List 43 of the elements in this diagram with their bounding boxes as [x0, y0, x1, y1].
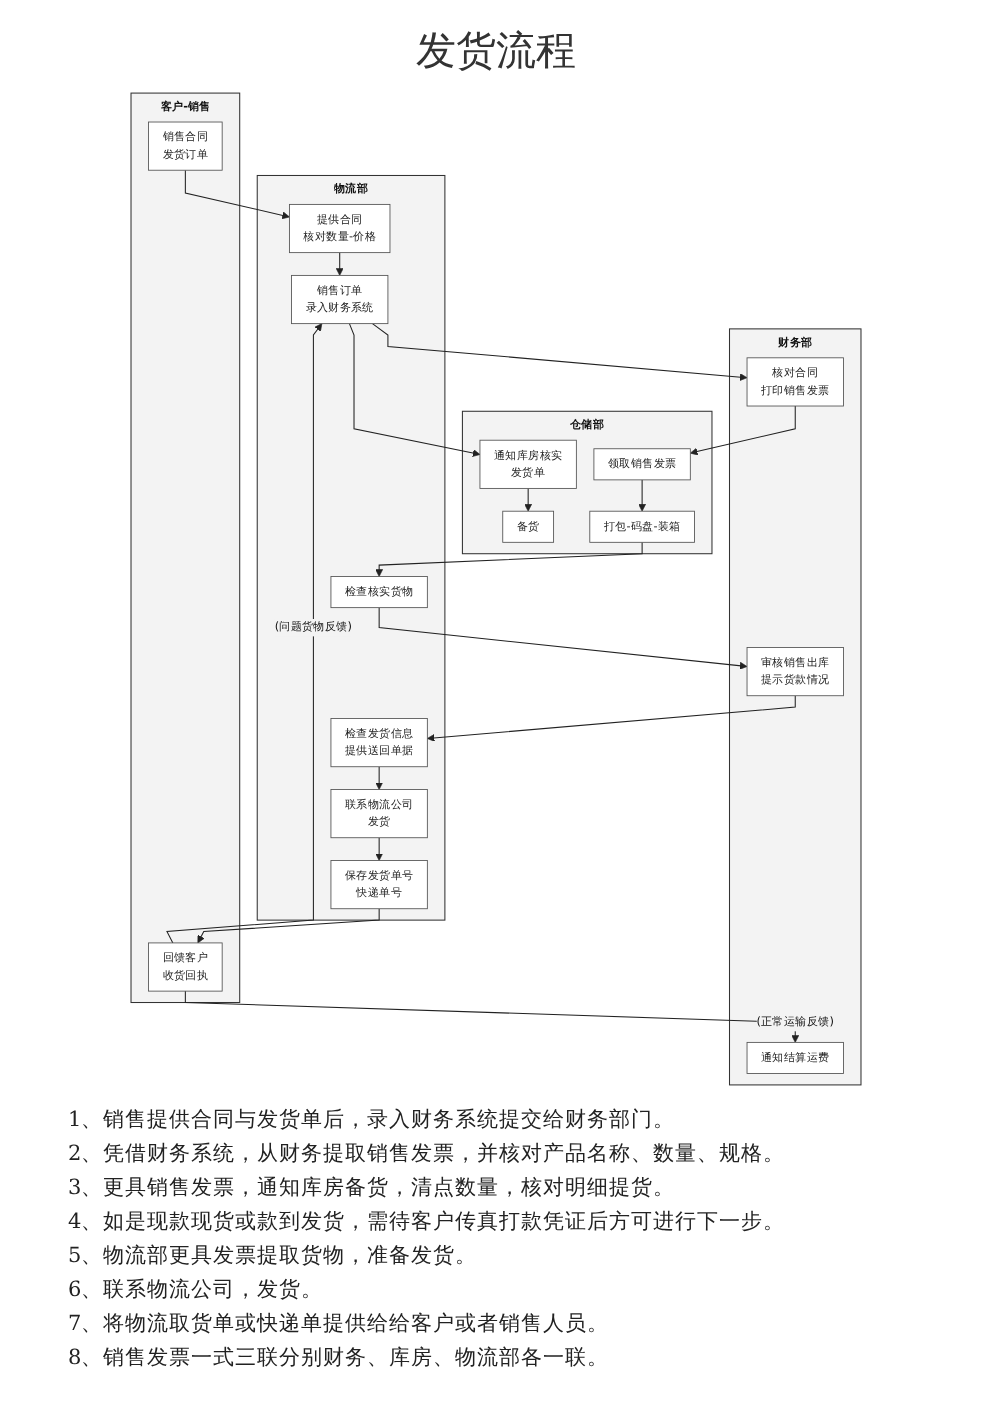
arrow — [335, 252, 344, 276]
node-box — [289, 203, 391, 254]
node-box — [479, 439, 577, 489]
arrow — [524, 487, 532, 512]
node-box — [291, 274, 389, 325]
node-box — [746, 1041, 844, 1074]
node-box — [746, 357, 844, 407]
arrow — [378, 607, 748, 670]
arrow — [184, 990, 800, 1043]
arrow — [184, 169, 290, 220]
cluster — [130, 92, 241, 1004]
note-text: 1、销售提供合同与发货单后，录入财务系统提交给财务部门。 — [68, 1106, 676, 1136]
note-text: 4、如是现款现货或款到发货，需待客户传真打款凭证后方可进行下一步。 — [68, 1208, 786, 1238]
cluster — [728, 328, 862, 1086]
arrow — [638, 479, 646, 512]
note-text: 2、凭借财务系统，从财务提取销售发票，并核对产品名称、数量、规格。 — [68, 1140, 786, 1170]
arrow — [166, 323, 323, 944]
node-box — [330, 576, 428, 609]
node-box — [148, 942, 223, 992]
node-box — [330, 860, 428, 910]
note-text: 5、物流部更具发票提取货物，准备发货。 — [68, 1242, 478, 1272]
cluster — [461, 410, 713, 555]
arrow — [375, 766, 383, 790]
note-text: 8、销售发票一式三联分别财务、库房、物流部各一联。 — [68, 1344, 610, 1374]
node-box — [593, 448, 691, 481]
arrow — [348, 323, 481, 457]
arrow — [197, 908, 380, 944]
node-box — [330, 718, 428, 768]
cluster — [256, 174, 446, 921]
arrow — [690, 405, 796, 456]
node-box — [330, 789, 428, 839]
node-box — [502, 510, 555, 543]
note-text: 6、联系物流公司，发货。 — [68, 1276, 324, 1306]
node-box — [589, 510, 695, 543]
node-box — [746, 647, 844, 697]
arrow — [375, 541, 643, 577]
arrow — [427, 695, 796, 742]
note-text: 7、将物流取货单或快递单提供给给客户或者销售人员。 — [68, 1310, 610, 1340]
diagram-title: 发货流程 — [416, 24, 576, 78]
node-box — [148, 121, 223, 171]
arrow — [371, 323, 748, 381]
arrow — [375, 837, 383, 861]
note-text: 3、更具销售发票，通知库房备货，清点数量，核对明细提货。 — [68, 1174, 676, 1204]
